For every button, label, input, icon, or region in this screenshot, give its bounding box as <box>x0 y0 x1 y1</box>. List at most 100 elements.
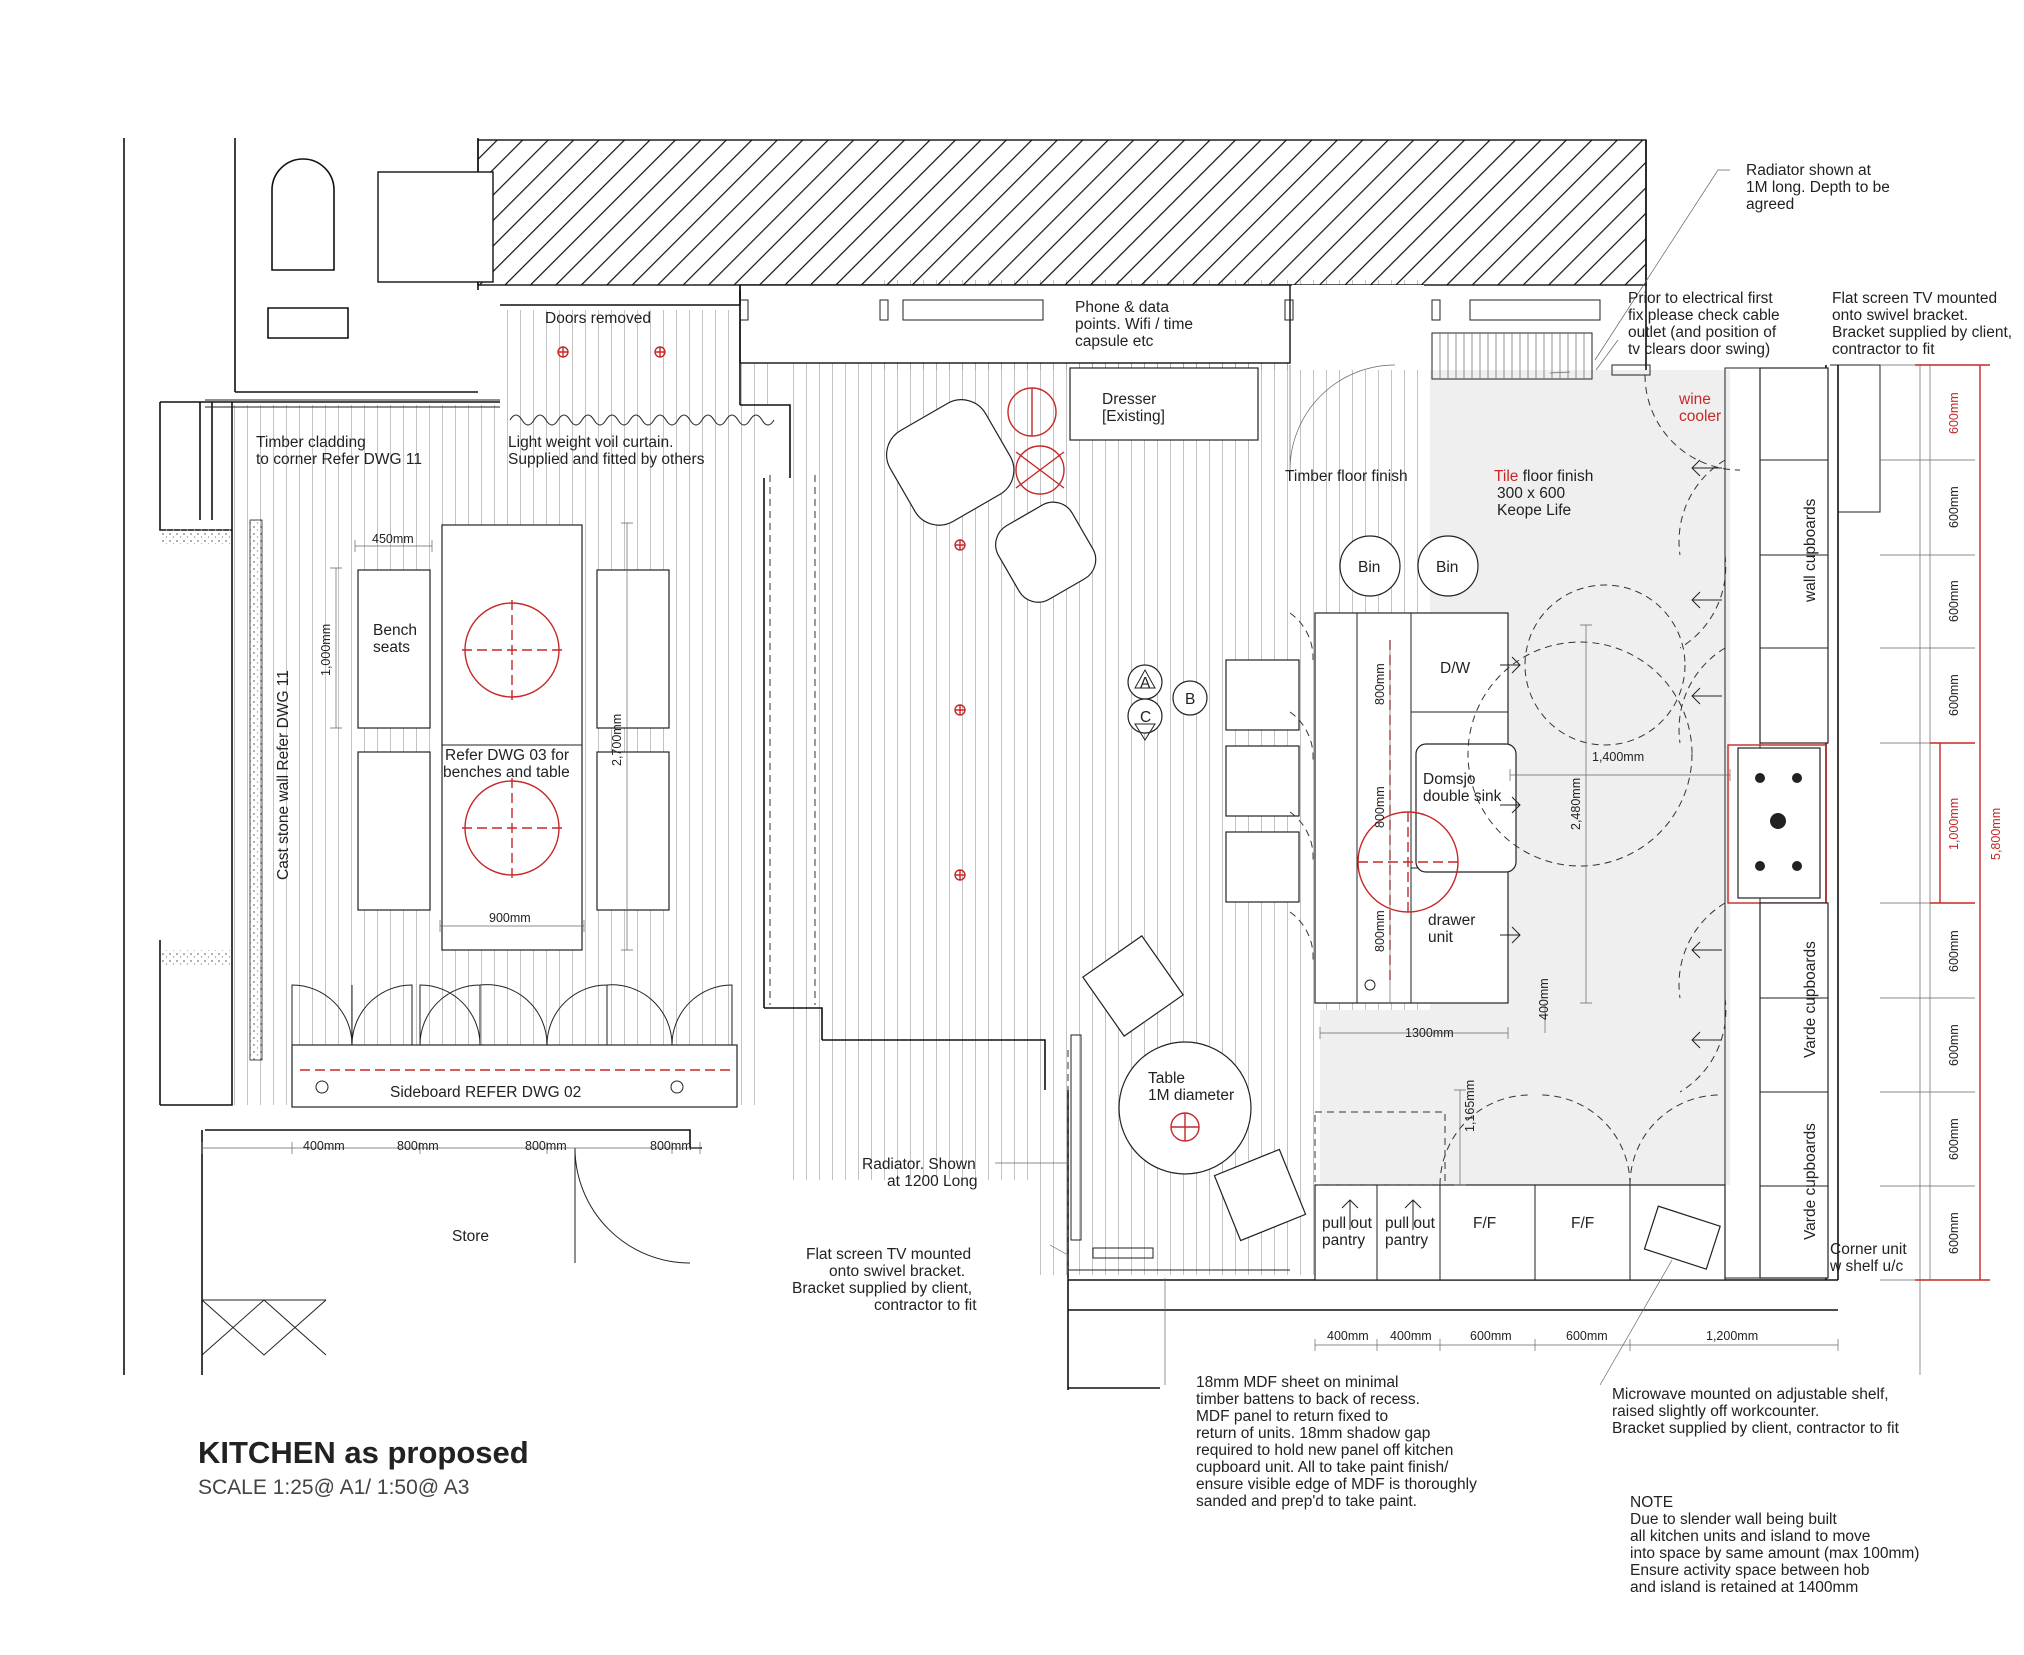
dim-right-600-1: 600mm <box>1947 392 1961 434</box>
dim-1300: 1300mm <box>1405 1026 1454 1040</box>
label-drawer-1: drawer <box>1428 912 1475 929</box>
label-bin-1: Bin <box>1358 559 1380 576</box>
dim-bottom-400b: 400mm <box>1390 1329 1432 1343</box>
dim-side-400: 400mm <box>303 1139 345 1153</box>
tv-bottom <box>1092 1247 1154 1259</box>
label-cast-stone: Cast stone wall Refer DWG 11 <box>275 670 292 880</box>
bench-left-bottom <box>357 751 431 911</box>
label-varde-2: Varde cupboards <box>1802 1123 1819 1240</box>
label-tile-floor: Tile floor finish <box>1494 468 1593 485</box>
label-stool-c: C <box>1140 709 1151 726</box>
label-bench-1: Bench <box>373 622 417 639</box>
label-note-4: into space by same amount (max 100mm) <box>1630 1545 1919 1562</box>
dresser <box>1069 367 1259 441</box>
dim-side-800a: 800mm <box>397 1139 439 1153</box>
microwave <box>1643 1205 1721 1270</box>
bench-left-top <box>357 569 431 729</box>
label-timber-floor: Timber floor finish <box>1285 468 1408 485</box>
dim-right-600-7: 600mm <box>1947 1118 1961 1160</box>
label-mdf-1: 18mm MDF sheet on minimal <box>1196 1374 1398 1391</box>
label-tv-top-1: Flat screen TV mounted <box>1832 290 1997 307</box>
label-stool-a: A <box>1140 675 1151 692</box>
ottoman-top <box>995 501 1097 603</box>
page-scale: SCALE 1:25@ A1/ 1:50@ A3 <box>198 1476 469 1499</box>
opening-right <box>1292 285 1424 370</box>
label-radiator-mid-2: at 1200 Long <box>887 1173 978 1190</box>
label-micro-2: raised slightly off workcounter. <box>1612 1403 1819 1420</box>
dimension-lines <box>201 364 1975 1351</box>
dim-right-600-3: 600mm <box>1947 580 1961 622</box>
label-dresser-1: Dresser <box>1102 391 1156 408</box>
label-note-5: Ensure activity space between hob <box>1630 1562 1870 1579</box>
window-recess <box>739 284 1291 364</box>
label-sink-2: double sink <box>1423 788 1502 805</box>
bench-right-top <box>596 569 670 729</box>
label-tv-top-4: contractor to fit <box>1832 341 1935 358</box>
label-tv-top-3: Bracket supplied by client, <box>1832 324 2012 341</box>
radiator-top <box>1431 332 1593 380</box>
stone-pier-bottom <box>160 950 232 966</box>
label-phone-1: Phone & data <box>1075 299 1169 316</box>
dim-right-600-2: 600mm <box>1947 486 1961 528</box>
page-title: KITCHEN as proposed <box>198 1435 529 1470</box>
label-tile-rest: floor finish <box>1518 468 1593 485</box>
label-table-1: Table <box>1148 1070 1185 1087</box>
label-ff-1: F/F <box>1473 1215 1496 1232</box>
sideboard <box>291 1044 738 1108</box>
label-mdf-3: MDF panel to return fixed to <box>1196 1408 1388 1425</box>
dim-side-800b: 800mm <box>525 1139 567 1153</box>
bin-2 <box>1417 535 1479 597</box>
label-tile-size: 300 x 600 <box>1497 485 1565 502</box>
dim-400-vertical: 400mm <box>1537 978 1551 1020</box>
leader-lines <box>995 169 1730 1386</box>
dim-bottom-600b: 600mm <box>1566 1329 1608 1343</box>
dim-right-5800: 5,800mm <box>1989 808 2003 860</box>
label-doors-removed: Doors removed <box>545 310 651 327</box>
dim-island-800b: 800mm <box>1373 786 1387 828</box>
label-radiator-top-3: agreed <box>1746 196 1794 213</box>
cast-stone-wall <box>249 519 263 1061</box>
label-radiator-mid-1: Radiator. Shown <box>862 1156 976 1173</box>
label-mdf-7: ensure visible edge of MDF is thoroughly <box>1196 1476 1477 1493</box>
island-door-arrows <box>1500 656 1521 944</box>
dim-right-600-4: 600mm <box>1947 674 1961 716</box>
label-store: Store <box>452 1228 489 1245</box>
armchair <box>886 399 1015 526</box>
label-corner-2: w shelf u/c <box>1829 1258 1903 1275</box>
dim-side-800c: 800mm <box>650 1139 692 1153</box>
dim-right-600-5: 600mm <box>1947 930 1961 972</box>
label-phone-2: points. Wifi / time <box>1075 316 1193 333</box>
label-dresser-2: [Existing] <box>1102 408 1165 425</box>
label-corner-1: Corner unit <box>1830 1241 1907 1258</box>
dim-900: 900mm <box>489 911 531 925</box>
label-prior-2: fix please check cable <box>1628 307 1780 324</box>
label-sideboard: Sideboard REFER DWG 02 <box>390 1084 581 1101</box>
timber-floor-hall <box>500 310 770 405</box>
label-micro-3: Bracket supplied by client, contractor t… <box>1612 1420 1900 1437</box>
label-refer03-1: Refer DWG 03 for <box>445 747 569 764</box>
dim-2700: 2,700mm <box>610 714 624 766</box>
dim-1165: 1,165mm <box>1463 1080 1477 1132</box>
chimney-breast <box>377 171 494 283</box>
label-voil-2: Supplied and fitted by others <box>508 451 705 468</box>
dining-table <box>441 524 583 951</box>
bin-1 <box>1339 535 1401 597</box>
label-pullout-2a: pull out <box>1385 1215 1436 1232</box>
label-bench-2: seats <box>373 639 410 656</box>
dim-2480: 2,480mm <box>1569 778 1583 830</box>
dim-right-1000: 1,000mm <box>1947 798 1961 850</box>
label-note-1: NOTE <box>1630 1494 1673 1511</box>
label-ff-2: F/F <box>1571 1215 1594 1232</box>
label-wine-1: wine <box>1678 391 1711 408</box>
stone-pier-top <box>160 528 232 544</box>
chair-bottom <box>1213 1148 1307 1242</box>
label-drawer-2: unit <box>1428 929 1454 946</box>
label-wall-cupboards: wall cupboards <box>1802 498 1819 603</box>
bar-stools <box>1225 659 1300 903</box>
double-sink <box>1415 743 1517 873</box>
label-note-3: all kitchen units and island to move <box>1630 1528 1870 1545</box>
label-refer03-2: benches and table <box>443 764 570 781</box>
exterior-hatched-wall <box>477 139 1647 286</box>
label-pullout-1b: pantry <box>1322 1232 1365 1249</box>
